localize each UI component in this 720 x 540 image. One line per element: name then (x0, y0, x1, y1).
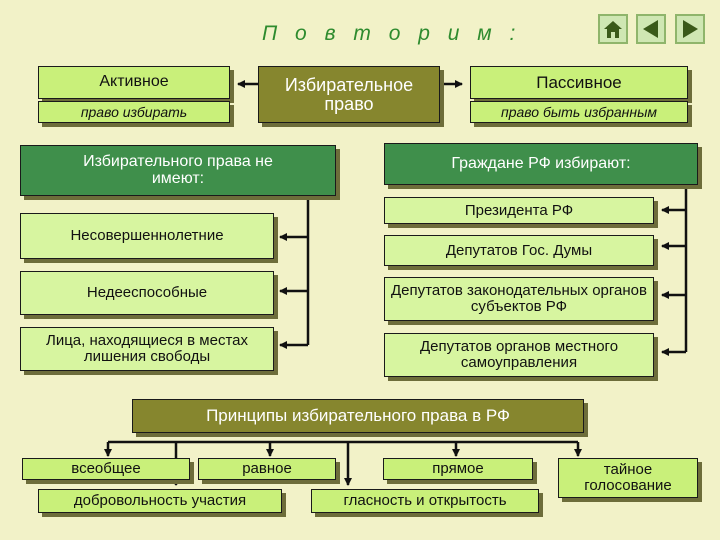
citizens-elect-header-box: Граждане РФ избирают: (384, 143, 698, 185)
direct-label: прямое (432, 460, 484, 478)
citizens-elect-header: Граждане РФ избирают: (451, 154, 631, 172)
active-right-sub-box: право избирать (38, 101, 230, 123)
active-right-box: Активное (38, 66, 230, 99)
transparency-label: гласность и открытость (343, 492, 507, 510)
passive-right-sub-label: право быть избранным (501, 103, 657, 120)
voluntary-box: добровольность участия (38, 489, 282, 513)
triangle-right-icon (683, 20, 698, 38)
electoral-right-box: Избирательное право (258, 66, 440, 123)
electoral-right-label: Избирательное право (284, 74, 414, 114)
principles-header-box: Принципы избирательного права в РФ (132, 399, 584, 433)
no-right-header: Избирательного права не имеют: (83, 152, 273, 187)
back-button[interactable] (636, 14, 666, 44)
minors-label: Несовершеннолетние (70, 227, 224, 245)
voluntary-label: добровольность участия (73, 492, 247, 510)
duma-label: Депутатов Гос. Думы (445, 241, 593, 259)
imprisoned-box: Лица, находящиеся в местах лишения свобо… (20, 327, 274, 371)
regional-legislature-box: Депутатов законодательных органов субъек… (384, 277, 654, 321)
passive-right-box: Пассивное (470, 66, 688, 99)
imprisoned-label: Лица, находящиеся в местах лишения свобо… (45, 332, 249, 365)
incapacitated-label: Недееспособные (86, 284, 208, 302)
forward-button[interactable] (675, 14, 705, 44)
transparency-box: гласность и открытость (311, 489, 539, 513)
equal-label: равное (242, 460, 292, 478)
triangle-left-icon (643, 20, 658, 38)
principles-header: Принципы избирательного права в РФ (206, 406, 510, 426)
page-title: П о в т о р и м : (262, 22, 522, 45)
secret-ballot-label: тайное голосование (584, 461, 672, 494)
local-government-label: Депутатов органов местного самоуправлени… (419, 338, 619, 371)
equal-box: равное (198, 458, 336, 480)
local-government-box: Депутатов органов местного самоуправлени… (384, 333, 654, 377)
passive-right-label: Пассивное (536, 72, 622, 92)
universal-box: всеобщее (22, 458, 190, 480)
minors-box: Несовершеннолетние (20, 213, 274, 259)
active-right-label: Активное (99, 73, 169, 91)
regional-legislature-label: Депутатов законодательных органов субъек… (391, 282, 647, 315)
home-icon (604, 21, 622, 38)
president-box: Президента РФ (384, 197, 654, 224)
president-label: Президента РФ (464, 201, 574, 219)
universal-label: всеобщее (71, 460, 141, 478)
duma-box: Депутатов Гос. Думы (384, 235, 654, 266)
home-button[interactable] (598, 14, 628, 44)
passive-right-sub-box: право быть избранным (470, 101, 688, 123)
active-right-sub-label: право избирать (80, 103, 188, 120)
no-right-header-box: Избирательного права не имеют: (20, 145, 336, 196)
direct-box: прямое (383, 458, 533, 480)
incapacitated-box: Недееспособные (20, 271, 274, 315)
secret-ballot-box: тайное голосование (558, 458, 698, 498)
